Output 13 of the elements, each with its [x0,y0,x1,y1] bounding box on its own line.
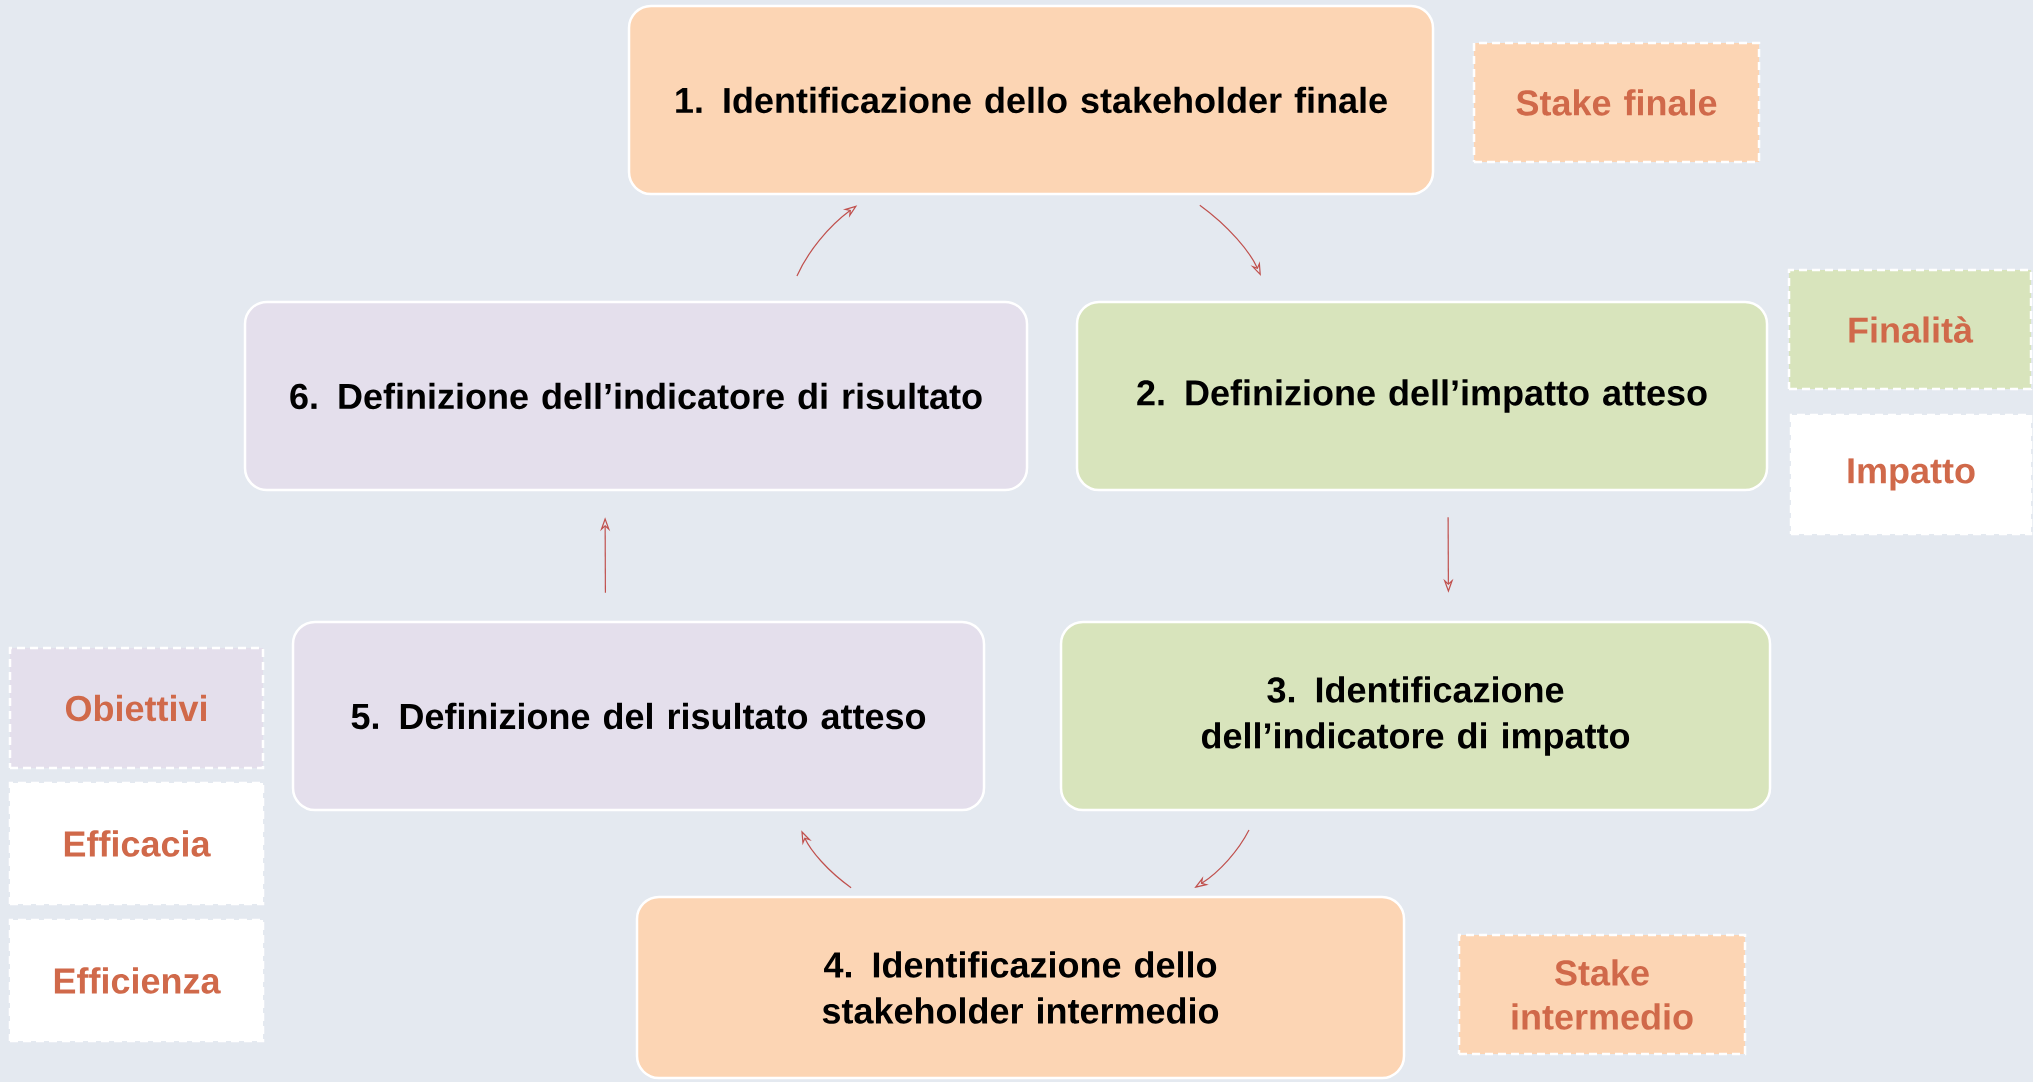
tag-box: Impatto [1789,413,2033,536]
process-box: 5. Definizione del risultato atteso [291,620,986,812]
tag-box: Stake finale [1472,41,1761,164]
tag-box: Finalità [1787,268,2033,391]
process-box: 1. Identificazione dello stakeholder finale [627,4,1435,196]
process-box: 6. Definizione dell’indicatore di risultato [243,300,1029,492]
tag-box: Stake intermedio [1457,933,1747,1056]
tag-box: Obiettivi [8,646,265,770]
process-box: 2. Definizione dell’impatto atteso [1075,300,1769,492]
tag-box: Efficienza [8,918,265,1043]
process-box: 3. Identificazione dell’indicatore di impatto [1059,620,1772,812]
process-box: 4. Identificazione dello stakeholder intermedio [635,895,1406,1080]
tag-box: Efficacia [8,781,265,906]
